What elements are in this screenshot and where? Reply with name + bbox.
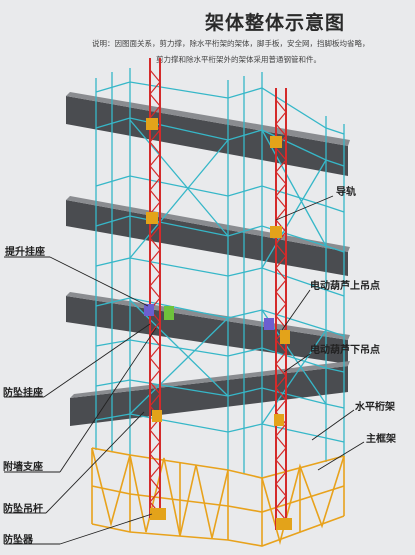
diagram-title: 架体整体示意图 [205, 12, 346, 34]
description-line-2: 剪力撑和除水平桁架外的架体采用普通钢管和件。 [156, 55, 321, 64]
seat-right-2 [270, 226, 282, 238]
floor-beam-4 [70, 366, 348, 426]
label-anti-fall-seat: 防坠挂座 [3, 388, 43, 399]
leader-lines [4, 195, 365, 545]
label-hoist-upper-point: 电动葫芦上吊点 [310, 281, 380, 292]
description-line-1: 说明：因图面关系，剪力撑，除水平桁架的架体，脚手板，安全网，挡脚板均省略， [92, 39, 370, 48]
seat-left-3 [144, 304, 154, 316]
floor-beam-3 [66, 296, 348, 364]
seat-left-4 [152, 410, 162, 422]
floor-beam-2 [66, 200, 348, 276]
anti-fall-device-left [150, 508, 166, 520]
seat-left-1 [146, 118, 158, 130]
horizontal-truss [91, 447, 345, 547]
floor-beam-1 [66, 96, 348, 176]
label-anti-fall-rod: 防坠吊杆 [3, 504, 43, 515]
label-lifting-seat: 提升挂座 [5, 247, 45, 258]
seat-right-4 [274, 414, 284, 426]
label-hoist-lower-point: 电动葫芦下吊点 [310, 345, 380, 356]
seat-right-3 [264, 318, 274, 330]
label-wall-support: 附墙支座 [3, 462, 43, 473]
label-anti-fall-device: 防坠器 [3, 535, 33, 546]
seat-right-3b [280, 330, 290, 344]
label-horizontal-truss: 水平桁架 [355, 402, 395, 413]
label-guide-rail: 导轨 [336, 187, 356, 198]
seat-right-1 [270, 136, 282, 148]
label-main-frame: 主框架 [366, 434, 396, 445]
main-frame-left [149, 58, 161, 518]
seat-left-2 [146, 212, 158, 224]
anti-fall-device-right [276, 518, 292, 530]
seat-left-3-green [164, 306, 174, 320]
scaffold-frame [95, 68, 345, 478]
main-frame-right [275, 88, 287, 530]
wall-seats [144, 118, 292, 530]
